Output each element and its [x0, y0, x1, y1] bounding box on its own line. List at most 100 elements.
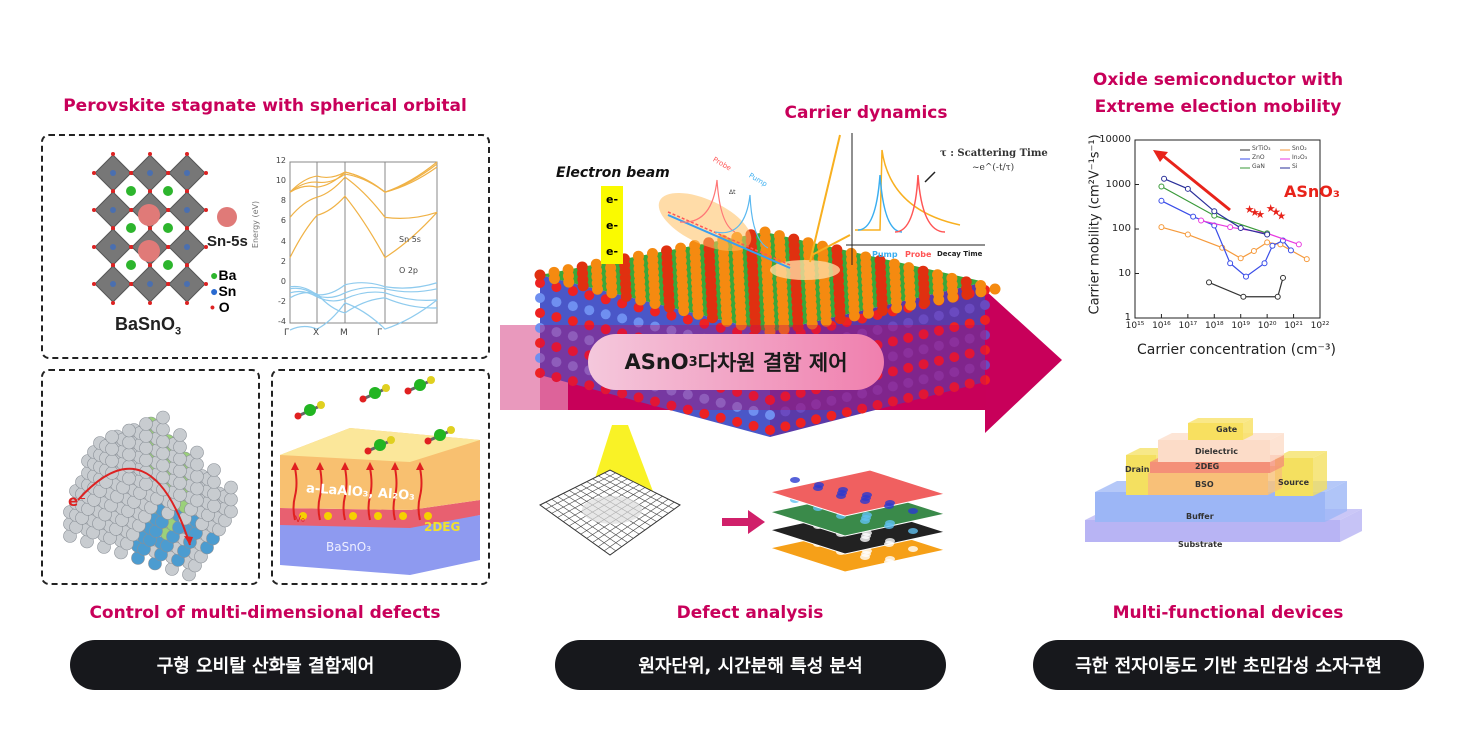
molecule-atom [404, 387, 412, 395]
lattice-sphere [173, 464, 187, 478]
slab-atom [567, 376, 578, 387]
lattice-sphere [105, 430, 119, 444]
o-atom [185, 226, 189, 230]
electron-path-arrowhead [184, 536, 193, 545]
slab-atom [682, 404, 693, 415]
o-atom [129, 208, 133, 212]
surface-atom [946, 272, 958, 284]
slab-atom [748, 420, 759, 431]
o-atom [129, 282, 133, 286]
data-point [1261, 260, 1268, 267]
mobility-chart: ★★★★★★ [1134, 139, 1321, 319]
e-label: e- [605, 218, 619, 232]
legend-ba: ●Ba [210, 267, 237, 283]
map-feature [908, 546, 918, 552]
electron [374, 512, 382, 520]
data-point-star: ★ [1245, 203, 1255, 216]
lattice-sphere [156, 410, 170, 425]
map-feature [885, 520, 895, 526]
slab-atom [933, 385, 944, 396]
slab-atom [887, 381, 898, 392]
electron [349, 512, 357, 520]
x-tick-label: 10²¹ [1284, 321, 1303, 331]
valence-band [289, 290, 438, 302]
electron-transfer-arrow [367, 467, 373, 521]
arrowhead [316, 462, 324, 470]
o-atom [148, 301, 152, 305]
grid-line [603, 501, 675, 552]
trend-arrowhead [1153, 150, 1168, 162]
surface-atom [548, 266, 560, 278]
data-point [1303, 256, 1310, 263]
lattice-sphere [105, 454, 119, 468]
pump-peak [857, 174, 903, 233]
slab-atom [887, 321, 898, 332]
asno3-annotation: ASnO₃ [1284, 182, 1340, 201]
pulse-diagram [658, 179, 791, 269]
lattice-sphere [156, 458, 170, 473]
lattice-sphere [122, 471, 136, 486]
slab-atom [551, 357, 562, 368]
electron [324, 512, 332, 520]
molecule-atom [382, 384, 390, 392]
sn-atom [110, 170, 116, 176]
lattice-sphere [173, 452, 187, 466]
sn-atom [110, 244, 116, 250]
slab-atom [903, 377, 914, 388]
surface-atom [831, 244, 843, 256]
slab-atom [811, 414, 822, 425]
grid-line [598, 498, 669, 547]
lattice-sphere [190, 445, 204, 460]
dielectric-layer-side [1270, 433, 1284, 462]
dyn-pump-label: Pump [872, 250, 898, 259]
slab-atom [964, 318, 975, 329]
valence-band [289, 286, 438, 299]
o-atom [148, 226, 152, 230]
slab-atom [841, 392, 852, 403]
crystal-structure [92, 152, 237, 305]
band-ytick: 6 [280, 216, 286, 226]
lattice-sphere [207, 487, 221, 501]
o-atom [204, 245, 208, 249]
device-stack [1085, 418, 1362, 542]
lattice-sphere [173, 428, 187, 442]
defect-analysis-maps [722, 469, 947, 573]
legend-entry: GaN [1252, 163, 1265, 170]
ba-atom [126, 223, 136, 233]
band-frame [289, 161, 438, 324]
o-atom [204, 171, 208, 175]
middle-subtitle: Defect analysis [676, 603, 824, 623]
x-tick-label: 10¹⁷ [1178, 321, 1198, 331]
data-point [1227, 224, 1234, 231]
slab-atom [567, 361, 578, 372]
data-point [1211, 208, 1218, 215]
lattice-sphere [156, 446, 170, 461]
x-tick-label: 10²⁰ [1257, 321, 1277, 331]
slab-atom [964, 303, 975, 314]
band-ytick: 0 [280, 276, 286, 286]
slab-atom [903, 317, 914, 328]
slab-atom [650, 306, 660, 317]
molecule-atom [369, 387, 381, 399]
slab-atom [964, 378, 975, 389]
data-point [1264, 231, 1271, 238]
data-point-star: ★ [1271, 205, 1281, 218]
band-ytick: -2 [278, 296, 286, 306]
slab-atom [980, 315, 990, 325]
dyn-pointer [809, 134, 841, 263]
slab-atom [535, 323, 545, 333]
lattice-sphere [173, 476, 187, 490]
slab-atom [918, 374, 929, 385]
map-feature [862, 492, 872, 498]
slab-atom [617, 313, 628, 324]
slab-atom [980, 330, 990, 340]
legend-sn: ●Sn [210, 283, 237, 299]
grid-line [604, 472, 675, 510]
delta-t-label: Δt [729, 189, 736, 196]
x-tick-label: 10¹⁸ [1204, 321, 1224, 331]
data-point-star: ★ [1255, 208, 1265, 221]
band-ytick: 2 [280, 256, 286, 266]
electron-transfer-arrow [392, 467, 398, 521]
legend-entry: Si [1292, 163, 1298, 170]
